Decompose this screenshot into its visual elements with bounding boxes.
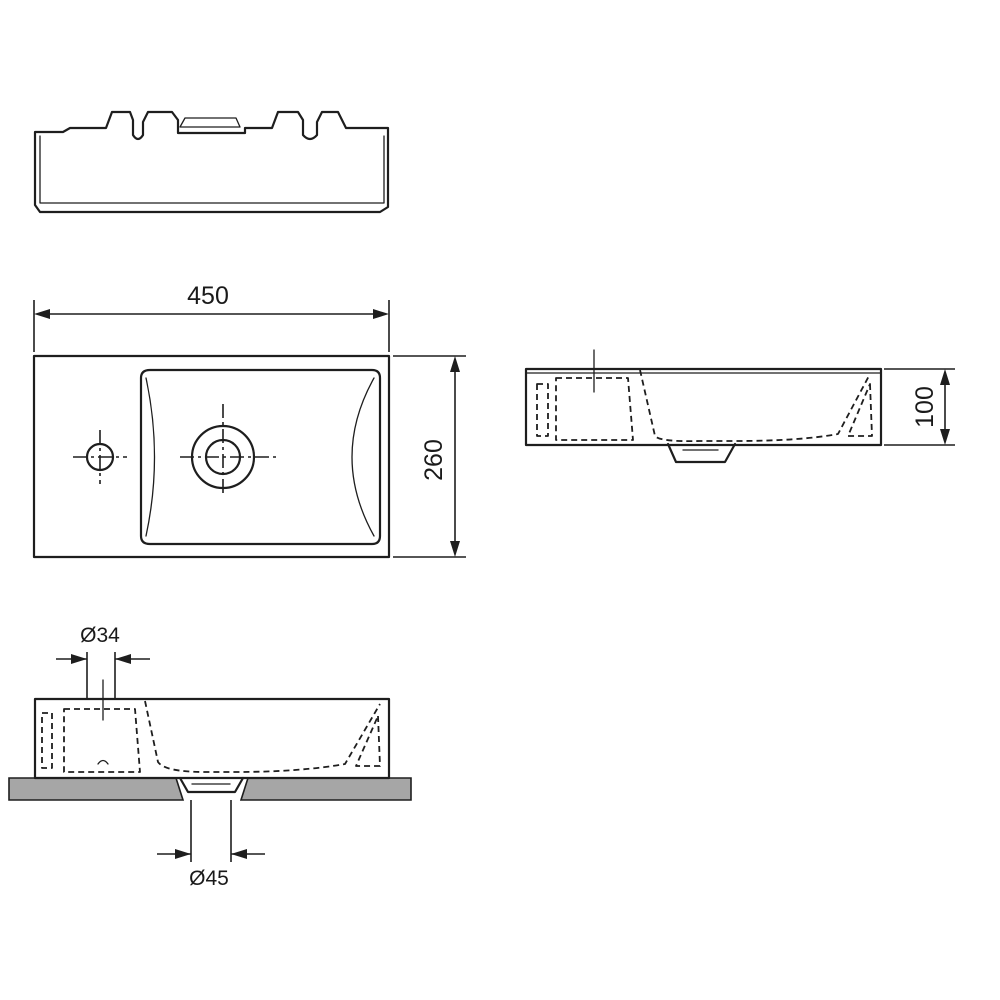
dimension-waste-45: Ø45 xyxy=(157,800,265,890)
countertop-right-slab xyxy=(239,777,412,801)
countertop-left-slab xyxy=(8,777,185,801)
side-bowl-profile xyxy=(639,369,871,443)
dimension-tap-hole-34: Ø34 xyxy=(56,624,150,700)
dimension-label-waste: Ø45 xyxy=(189,867,229,890)
dimension-depth-260: 260 xyxy=(393,355,466,558)
installed-tap-hole-marker xyxy=(97,759,109,765)
installed-right-wedge xyxy=(355,715,381,767)
dimension-label-tap-hole: Ø34 xyxy=(80,624,120,647)
installed-bowl-profile xyxy=(144,700,381,773)
installed-tap-block xyxy=(63,708,141,773)
front-elevation-inner-edge xyxy=(39,135,385,204)
plan-outer-edge xyxy=(32,354,391,559)
installed-sink-body xyxy=(33,697,391,780)
side-waste-outlet xyxy=(666,442,737,464)
plan-waste-centerline xyxy=(180,404,278,497)
side-right-wedge xyxy=(847,383,873,437)
dimension-width-450: 450 xyxy=(33,282,390,352)
side-section-view: 100 xyxy=(524,349,955,464)
side-tap-block xyxy=(555,377,634,441)
plan-view: 450 260 xyxy=(32,282,466,559)
front-elevation-bowl-notch xyxy=(179,117,241,128)
side-outer-body xyxy=(524,367,883,447)
dimension-label-depth: 260 xyxy=(420,439,448,481)
side-left-slot xyxy=(536,383,549,437)
plan-bowl-left-curve xyxy=(145,377,156,537)
plan-bowl-right-curve xyxy=(351,377,375,537)
front-elevation-view xyxy=(33,110,390,214)
installed-waste-outlet xyxy=(178,776,245,794)
dimension-label-width: 450 xyxy=(187,282,229,310)
plan-bowl-outline xyxy=(139,368,382,546)
front-elevation-outline xyxy=(33,110,390,214)
dimension-label-height: 100 xyxy=(911,386,939,428)
installed-section-view: Ø34 Ø45 xyxy=(8,624,412,890)
plan-tap-hole-centerline xyxy=(73,430,127,484)
dimension-height-100: 100 xyxy=(884,368,955,446)
installed-left-slot xyxy=(41,712,53,769)
